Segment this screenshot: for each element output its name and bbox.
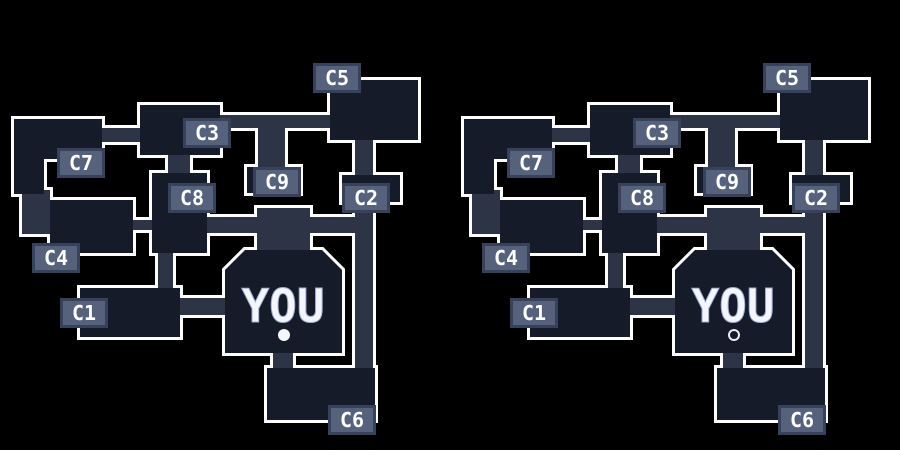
camera-label: C5: [775, 66, 799, 90]
camera-label: C9: [265, 170, 289, 194]
corridor: [608, 251, 623, 291]
camera-button-c8[interactable]: C8: [618, 183, 666, 213]
camera-label: C9: [715, 170, 739, 194]
camera-button-c6[interactable]: C6: [328, 405, 376, 435]
corridor: [805, 138, 823, 178]
player-marker-icon: [278, 329, 290, 341]
corridor: [581, 220, 604, 230]
camera-button-c4[interactable]: C4: [482, 243, 530, 273]
corridor: [178, 298, 227, 315]
corridor: [218, 115, 332, 128]
you-label: YOU: [691, 279, 774, 333]
camera-label: C7: [69, 151, 93, 175]
camera-button-c3[interactable]: C3: [183, 118, 231, 148]
camera-label: C8: [180, 186, 204, 210]
office-room: [225, 250, 342, 353]
camera-label: C3: [645, 121, 669, 145]
corridor: [158, 251, 173, 291]
corridor: [355, 200, 373, 370]
room: [464, 119, 494, 194]
camera-button-c2[interactable]: C2: [792, 183, 840, 213]
corridor: [628, 298, 677, 315]
camera-label: C8: [630, 186, 654, 210]
player-marker-icon: [728, 329, 740, 341]
camera-button-c5[interactable]: C5: [313, 63, 361, 93]
corridor: [22, 217, 54, 233]
corridor: [723, 351, 743, 370]
camera-button-c3[interactable]: C3: [633, 118, 681, 148]
camera-button-c2[interactable]: C2: [342, 183, 390, 213]
camera-button-c7[interactable]: C7: [507, 148, 555, 178]
camera-label: C1: [72, 301, 96, 325]
you-label: YOU: [241, 279, 324, 333]
camera-label: C4: [44, 246, 68, 270]
camera-button-c9[interactable]: C9: [253, 167, 301, 197]
corridor: [550, 128, 592, 142]
corridor: [618, 153, 640, 175]
corridor: [168, 153, 190, 175]
corridor: [708, 126, 735, 169]
camera-label: C1: [522, 301, 546, 325]
corridor: [257, 208, 310, 252]
camera-button-c6[interactable]: C6: [778, 405, 826, 435]
camera-label: C7: [519, 151, 543, 175]
camera-button-c9[interactable]: C9: [703, 167, 751, 197]
camera-label: C6: [340, 408, 364, 432]
corridor: [258, 126, 285, 169]
camera-label: C3: [195, 121, 219, 145]
corridor: [131, 220, 154, 230]
camera-button-c5[interactable]: C5: [763, 63, 811, 93]
corridor: [805, 200, 823, 370]
camera-button-c4[interactable]: C4: [32, 243, 80, 273]
corridor: [273, 351, 293, 370]
camera-button-c1[interactable]: C1: [60, 298, 108, 328]
camera-label: C2: [804, 186, 828, 210]
camera-button-c7[interactable]: C7: [57, 148, 105, 178]
camera-label: C6: [790, 408, 814, 432]
camera-label: C4: [494, 246, 518, 270]
camera-label: C2: [354, 186, 378, 210]
office-room: [675, 250, 792, 353]
camera-button-c1[interactable]: C1: [510, 298, 558, 328]
corridor: [355, 138, 373, 178]
corridor: [472, 217, 504, 233]
corridor: [100, 128, 142, 142]
camera-label: C5: [325, 66, 349, 90]
camera-button-c8[interactable]: C8: [168, 183, 216, 213]
room: [14, 119, 44, 194]
corridor: [707, 208, 760, 252]
corridor: [668, 115, 782, 128]
